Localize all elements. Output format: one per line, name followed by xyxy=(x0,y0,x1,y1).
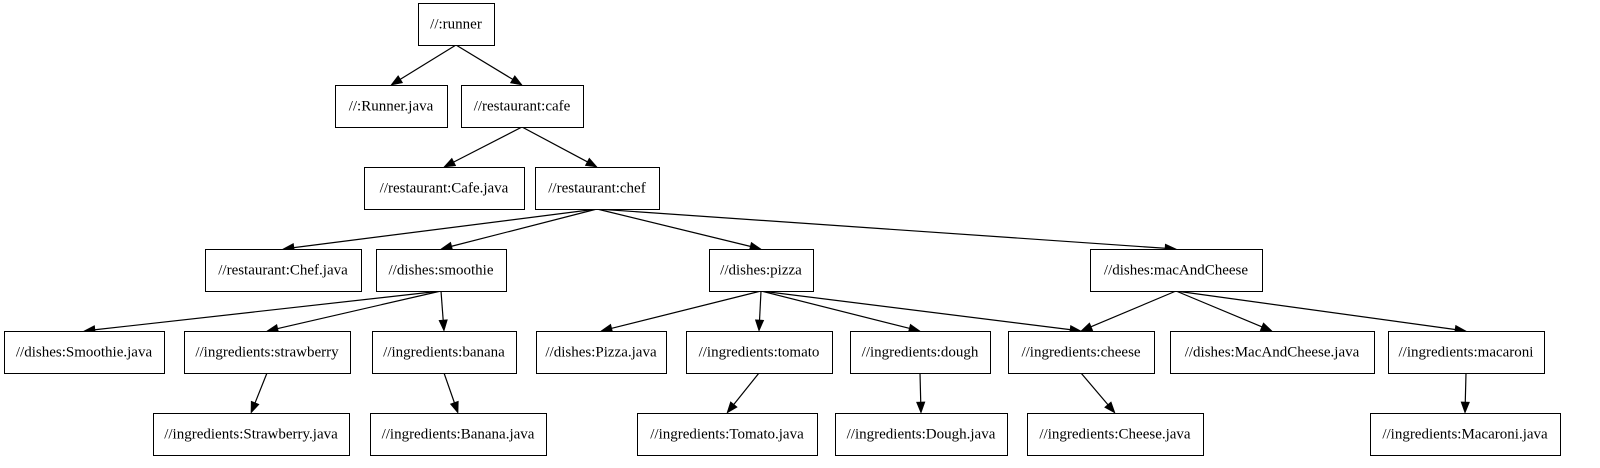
node-label: //dishes:smoothie xyxy=(389,262,494,278)
graph-edge xyxy=(1175,290,1467,335)
graph-edge xyxy=(83,290,442,335)
node-box xyxy=(335,85,448,128)
node-label: //restaurant:cafe xyxy=(474,98,571,114)
node-box xyxy=(709,249,814,292)
node-box xyxy=(535,167,660,210)
node-label: //restaurant:chef xyxy=(548,180,645,196)
graph-edge xyxy=(440,208,598,251)
graph-node-ing-dough-java[interactable]: //ingredients:Dough.java xyxy=(835,413,1008,456)
node-box xyxy=(184,331,351,374)
node-box xyxy=(153,413,350,456)
node-box xyxy=(4,331,165,374)
node-label: //restaurant:Cafe.java xyxy=(380,180,509,196)
graph-node-ing-banana[interactable]: //ingredients:banana xyxy=(372,331,517,374)
graph-node-dishes-macandcheese-java[interactable]: //dishes:MacAndCheese.java xyxy=(1170,331,1375,374)
node-label: //ingredients:dough xyxy=(862,344,979,360)
graph-node-restaurant-cafe[interactable]: //restaurant:cafe xyxy=(461,85,584,128)
graph-edge xyxy=(438,290,448,332)
node-box xyxy=(1370,413,1561,456)
graph-node-ing-banana-java[interactable]: //ingredients:Banana.java xyxy=(370,413,547,456)
graph-node-dishes-smoothie-java[interactable]: //dishes:Smoothie.java xyxy=(4,331,165,374)
graph-node-ing-strawberry-java[interactable]: //ingredients:Strawberry.java xyxy=(153,413,350,456)
edges-layer xyxy=(83,44,1470,414)
graph-edge xyxy=(390,44,457,86)
nodes-layer: //:runner //:Runner.java //restaurant:cafe… xyxy=(4,3,1561,456)
graph-node-runner[interactable]: //:runner xyxy=(418,3,495,46)
node-label: //:runner xyxy=(430,16,482,32)
graph-edge xyxy=(1080,372,1116,414)
graph-node-ing-macaroni-java[interactable]: //ingredients:Macaroni.java xyxy=(1370,413,1561,456)
node-box xyxy=(205,249,362,292)
node-box xyxy=(850,331,991,374)
graph-edge xyxy=(760,290,921,333)
graph-node-dishes-macandcheese[interactable]: //dishes:macAndCheese xyxy=(1090,249,1263,292)
node-label: //dishes:Smoothie.java xyxy=(16,344,153,360)
graph-edge xyxy=(1175,290,1273,332)
node-box xyxy=(536,331,667,374)
node-label: //dishes:MacAndCheese.java xyxy=(1185,344,1360,360)
node-label: //ingredients:banana xyxy=(383,344,505,360)
node-box xyxy=(835,413,1008,456)
graph-node-ing-cheese-java[interactable]: //ingredients:Cheese.java xyxy=(1027,413,1204,456)
graph-node-dishes-pizza-java[interactable]: //dishes:Pizza.java xyxy=(536,331,667,374)
node-label: //ingredients:cheese xyxy=(1021,344,1140,360)
node-label: //dishes:macAndCheese xyxy=(1104,262,1248,278)
node-box xyxy=(1027,413,1204,456)
graph-edge xyxy=(916,372,926,414)
graph-edge xyxy=(726,372,760,414)
node-label: //ingredients:strawberry xyxy=(195,344,339,360)
graph-edge xyxy=(250,372,268,414)
graph-node-dishes-pizza[interactable]: //dishes:pizza xyxy=(709,249,814,292)
graph-edge xyxy=(754,290,765,332)
node-box xyxy=(372,331,517,374)
graph-edge xyxy=(443,372,459,414)
node-label: //ingredients:Banana.java xyxy=(382,426,535,442)
node-label: //dishes:pizza xyxy=(720,262,802,278)
graph-node-ing-dough[interactable]: //ingredients:dough xyxy=(850,331,991,374)
graph-node-ing-strawberry[interactable]: //ingredients:strawberry xyxy=(184,331,351,374)
node-box xyxy=(376,249,507,292)
node-label: //restaurant:Chef.java xyxy=(218,262,348,278)
graph-node-restaurant-chef-java[interactable]: //restaurant:Chef.java xyxy=(205,249,362,292)
graph-edge xyxy=(455,44,523,86)
node-label: //ingredients:Dough.java xyxy=(847,426,996,442)
graph-node-dishes-smoothie[interactable]: //dishes:smoothie xyxy=(376,249,507,292)
node-label: //ingredients:Strawberry.java xyxy=(164,426,338,442)
node-label: //:Runner.java xyxy=(349,98,434,114)
node-box xyxy=(461,85,584,128)
node-label: //ingredients:Macaroni.java xyxy=(1382,426,1548,442)
node-box xyxy=(1170,331,1375,374)
node-box xyxy=(418,3,495,46)
node-label: //ingredients:macaroni xyxy=(1399,344,1534,360)
graph-node-ing-macaroni[interactable]: //ingredients:macaroni xyxy=(1388,331,1545,374)
node-label: //ingredients:tomato xyxy=(699,344,820,360)
graph-edge xyxy=(443,126,523,168)
graph-node-runner-java[interactable]: //:Runner.java xyxy=(335,85,448,128)
node-label: //dishes:Pizza.java xyxy=(545,344,657,360)
graph-node-restaurant-cafe-java[interactable]: //restaurant:Cafe.java xyxy=(364,167,525,210)
graph-edge xyxy=(600,290,762,333)
node-box xyxy=(637,413,818,456)
graph-edge xyxy=(1460,372,1470,414)
graph-edge xyxy=(282,208,598,253)
graph-edge xyxy=(760,290,1082,335)
graph-node-ing-tomato[interactable]: //ingredients:tomato xyxy=(686,331,833,374)
node-box xyxy=(1090,249,1263,292)
graph-edge xyxy=(266,290,442,333)
graph-node-restaurant-chef[interactable]: //restaurant:chef xyxy=(535,167,660,210)
node-box xyxy=(1388,331,1545,374)
node-label: //ingredients:Tomato.java xyxy=(650,426,804,442)
node-label: //ingredients:Cheese.java xyxy=(1039,426,1191,442)
node-box xyxy=(686,331,833,374)
graph-node-ing-cheese[interactable]: //ingredients:cheese xyxy=(1008,331,1155,374)
node-box xyxy=(370,413,547,456)
graph-edge xyxy=(521,126,598,168)
graph-edge xyxy=(1080,290,1177,332)
node-box xyxy=(364,167,525,210)
node-box xyxy=(1008,331,1155,374)
graph-node-ing-tomato-java[interactable]: //ingredients:Tomato.java xyxy=(637,413,818,456)
